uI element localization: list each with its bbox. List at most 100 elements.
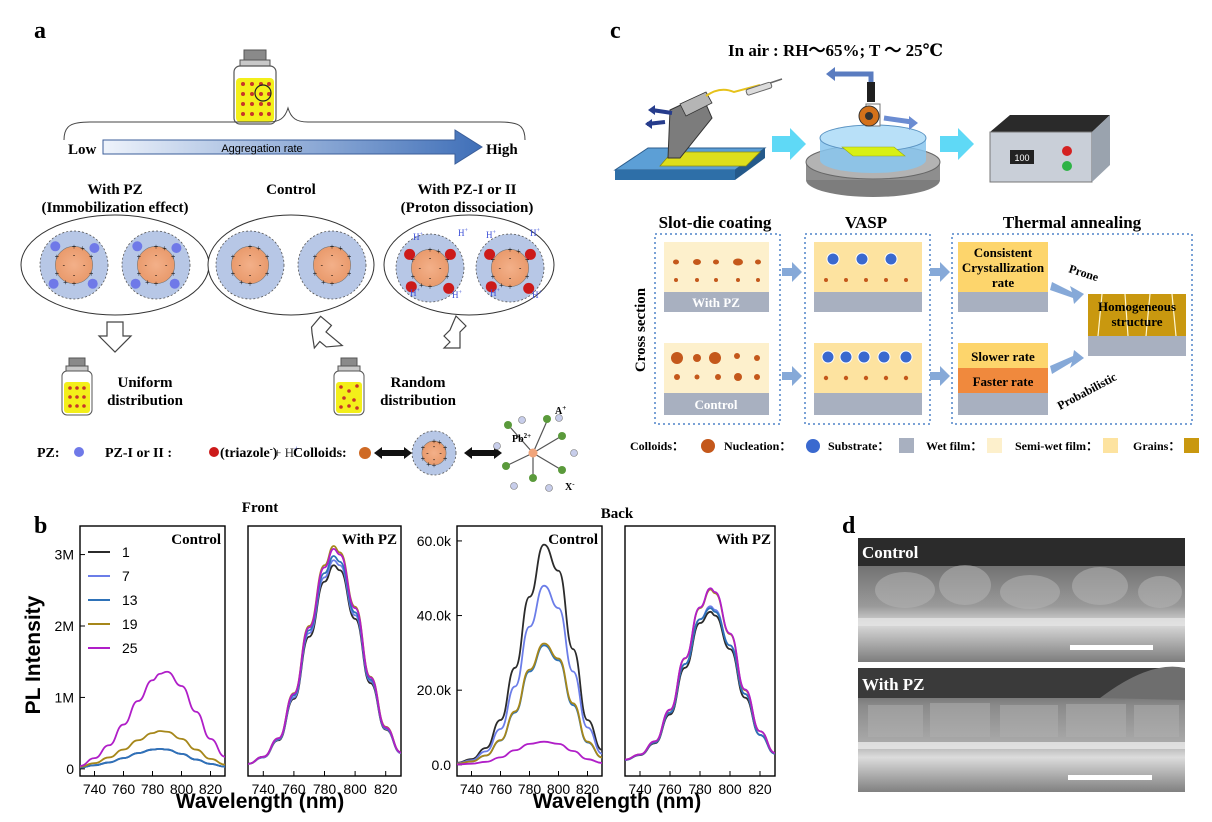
colloid-particle (674, 374, 680, 380)
prone-label: Prone (1067, 262, 1101, 285)
legend-triazole-label: (triazole (220, 446, 270, 461)
aggregation-rate-label: Aggregation rate (221, 143, 302, 155)
triazole-molecule (485, 281, 497, 293)
proton-charge: + (417, 288, 421, 294)
x-axis-label-front: Wavelength (nm) (176, 790, 344, 813)
colloid-unit: ++++++++---- (475, 233, 545, 303)
charge-mark: + (265, 252, 270, 261)
legend-pz-label: PZ: (37, 446, 60, 461)
random-label-2: distribution (380, 393, 457, 409)
legend-colloids: Colloids： (630, 439, 684, 453)
colloid-particle (673, 259, 679, 265)
x-tick-label: 800 (718, 781, 742, 797)
colloid-particle (843, 375, 849, 381)
x-tick-label: 760 (489, 781, 513, 797)
charge-mark: + (411, 255, 416, 264)
x-tick-label: 800 (343, 781, 367, 797)
charge-mark: + (411, 273, 416, 282)
pz-dot (74, 447, 84, 457)
charge-mark: + (72, 279, 77, 288)
colloid-particle (823, 375, 829, 381)
stage-vasp: VASP (845, 213, 887, 232)
charge-mark: + (55, 270, 60, 279)
colloid-core (312, 246, 351, 285)
proton-charge: + (493, 230, 497, 236)
svg-text:A+: A+ (555, 404, 566, 417)
charge-mark: - (426, 449, 429, 457)
charge-mark: + (256, 244, 261, 253)
charge-mark: + (321, 278, 326, 287)
colloid-dot (359, 447, 371, 459)
pb-label: Pb (512, 434, 524, 445)
series-line-7 (456, 584, 603, 765)
svg-text:+ H+: + H+ (274, 444, 299, 460)
y-tick-label: 1M (55, 689, 74, 705)
octahedral-icon (493, 414, 578, 492)
charge-mark: + (443, 443, 448, 452)
plot-frame (624, 525, 776, 777)
sem-image-control (858, 538, 1185, 662)
nucleation-particle (877, 350, 891, 364)
scale-low-label: Low (68, 142, 97, 158)
nucleation-particle (821, 350, 835, 364)
group-pz-subtitle: (Immobilization effect) (41, 200, 188, 216)
random-label: Random (390, 375, 446, 391)
charge-mark: - (519, 264, 522, 272)
bottle-random-icon (333, 357, 365, 416)
colloid-core (231, 246, 270, 285)
series-line-13 (624, 607, 776, 761)
charge-mark: + (347, 270, 352, 279)
triazole-molecule (404, 248, 416, 260)
nucleation-particle (855, 252, 869, 266)
colloid-particle (694, 374, 700, 380)
colloid-particle (734, 373, 742, 381)
charge-mark: + (516, 247, 521, 256)
charge-mark: - (419, 264, 422, 272)
scale-high-label: High (486, 142, 518, 158)
colloid-core (421, 440, 447, 466)
colloid-particle (884, 278, 888, 282)
series-line-13 (79, 747, 226, 769)
charge-mark: - (429, 254, 432, 262)
charge-mark: - (433, 442, 436, 450)
triazole-molecule (444, 248, 456, 260)
bottle-icon (233, 49, 277, 125)
x-tick-label: 820 (576, 781, 600, 797)
colloid-particle (756, 278, 760, 282)
front-label: Front (242, 500, 278, 516)
colloid-core (410, 249, 449, 288)
uniform-label-2: distribution (107, 393, 184, 409)
panel-c: In air : RH～65%; T ～ 25℃ (613, 41, 1199, 453)
charge-mark: - (249, 251, 252, 259)
rate-label: rate (992, 275, 1015, 290)
colloid-core (137, 246, 176, 285)
nucleation-particle (899, 350, 913, 364)
series-line-25 (247, 547, 402, 765)
triazole-molecule (523, 282, 535, 294)
charge-mark: + (419, 281, 424, 290)
charge-mark: - (73, 251, 76, 259)
x-tick-label: 780 (518, 781, 542, 797)
condition-label: In air : RH～65%; T ～ 25℃ (728, 41, 943, 60)
panel-label-c: c (610, 18, 621, 44)
subplot-title: Control (548, 532, 598, 548)
charge-mark: + (171, 270, 176, 279)
charge-mark: + (525, 273, 530, 282)
charge-mark: + (428, 282, 433, 291)
charge-mark: + (437, 438, 442, 447)
charge-mark: - (83, 261, 86, 269)
charge-mark: - (73, 271, 76, 279)
charge-mark: - (239, 261, 242, 269)
colloid-particle (693, 354, 701, 362)
charge-mark: + (508, 246, 513, 255)
hot-plate-display: 100 (1014, 153, 1029, 163)
charge-mark: - (331, 271, 334, 279)
nucleation-particle (884, 252, 898, 266)
series-line-19 (456, 642, 603, 765)
x-tick-label: 800 (547, 781, 571, 797)
cross-section-label: Cross section (633, 287, 649, 372)
charge-mark: + (145, 278, 150, 287)
